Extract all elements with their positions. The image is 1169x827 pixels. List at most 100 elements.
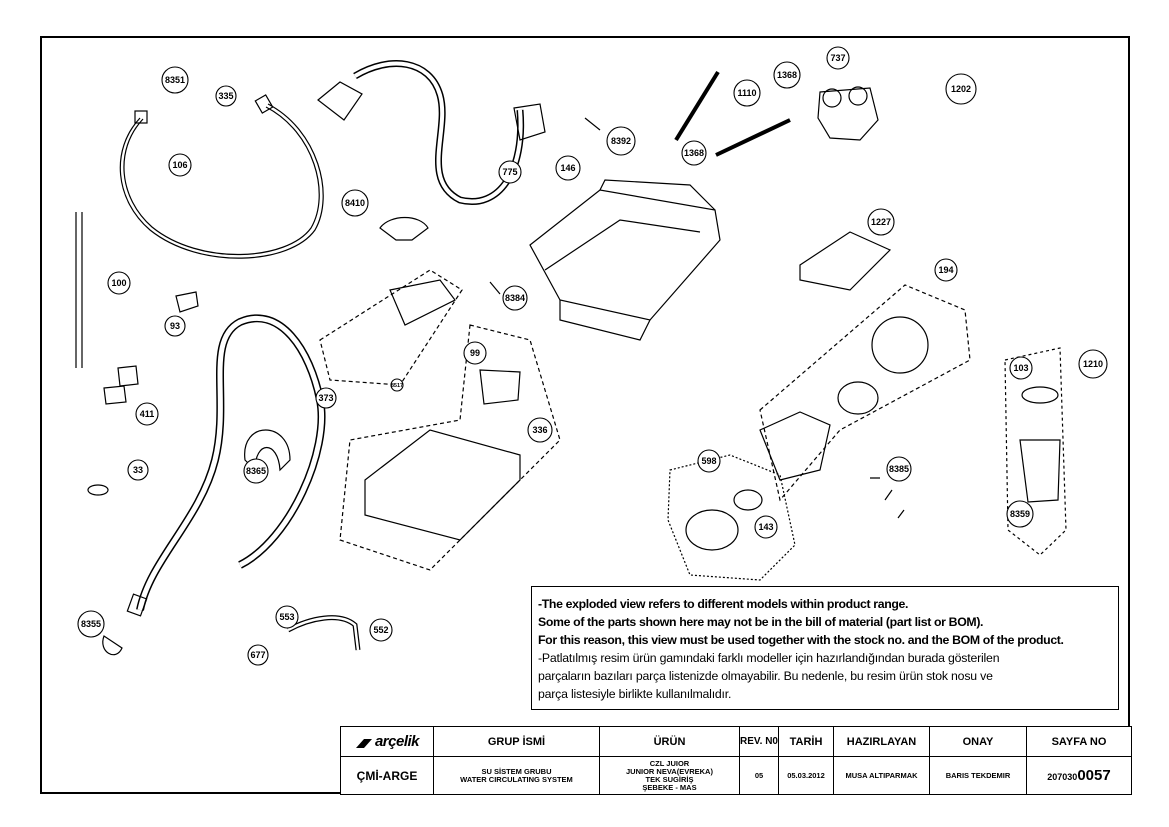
prepared-value: MUSA ALTIPARMAK: [833, 756, 930, 795]
part-93: [175, 291, 199, 313]
group-line-1: SU SİSTEM GRUBU: [481, 766, 552, 776]
note-en-line-1: -The exploded view refers to different m…: [538, 597, 909, 611]
callout-label: 336: [532, 425, 547, 435]
callout-label: 775: [502, 167, 517, 177]
detergent-box-146: [529, 189, 721, 321]
bellow-8359: [1019, 439, 1061, 503]
bellow-group-1210: [1004, 347, 1067, 556]
callout-label: 8355: [81, 619, 101, 629]
callout-label: 1227: [871, 217, 891, 227]
callout-label: 194: [938, 265, 953, 275]
clip-411-b: [103, 385, 127, 405]
hose-connector: [134, 110, 148, 124]
callout-label: 100: [111, 278, 126, 288]
callout-label: 335: [218, 91, 233, 101]
callout-label: 93: [170, 321, 180, 331]
group-line-2: WATER CIRCULATING SYSTEM: [460, 774, 573, 784]
callout-label: 146: [560, 163, 575, 173]
header-rev: REV. N0: [739, 726, 779, 757]
header-date: TARİH: [778, 726, 834, 757]
note-tr-line-2: parçaların bazıları parça listenizde olm…: [538, 669, 993, 683]
plate-1227: [799, 231, 892, 291]
pump-housing: [759, 411, 831, 481]
header-prepared: HAZIRLAYAN: [833, 726, 930, 757]
arcelik-logo-icon: [355, 738, 372, 748]
callout-label: 8384: [505, 293, 525, 303]
header-page: SAYFA NO: [1026, 726, 1132, 757]
tube-1110-b: [715, 118, 791, 157]
disclaimer-note: -The exploded view refers to different m…: [531, 586, 1119, 710]
hose-553: [286, 615, 361, 651]
callout-label: 1202: [951, 84, 971, 94]
hose-106: [119, 103, 324, 259]
header-approval: ONAY: [929, 726, 1027, 757]
callout-label: 598: [701, 456, 716, 466]
callout-label: 1368: [684, 148, 704, 158]
brand-cell: arçelik: [340, 726, 434, 757]
product-line-2: JUNIOR NEVA(EVREKA): [626, 766, 713, 776]
callout-label: 8359: [1010, 509, 1030, 519]
hose-guide-8365: [244, 429, 291, 472]
pump-194: [871, 316, 929, 374]
filter-598: [685, 509, 739, 551]
header-group: GRUP İSMİ: [433, 726, 600, 757]
gasket: [837, 381, 879, 415]
bracket-99: [479, 369, 521, 405]
page-suffix: 0057: [1077, 766, 1111, 784]
screws-8385: [870, 477, 905, 519]
note-en-line-3: For this reason, this view must be used …: [538, 633, 1064, 647]
approval-value: BARIS TEKDEMIR: [929, 756, 1027, 795]
product-line-4: ŞEBEKE - MAS: [642, 782, 697, 792]
callout-label: 411: [140, 409, 155, 419]
callout-label: 8351: [165, 75, 185, 85]
brand-name: arçelik: [374, 733, 420, 750]
callout-label: 8385: [889, 464, 909, 474]
screw-8384: [489, 281, 501, 295]
title-block: arçelik GRUP İSMİ ÜRÜN REV. N0 TARİH HAZ…: [340, 726, 1132, 795]
group-name: SU SİSTEM GRUBU WATER CIRCULATING SYSTEM: [433, 756, 600, 795]
callout-label: 1210: [1083, 359, 1103, 369]
header-product: ÜRÜN: [599, 726, 740, 757]
valve-737: [817, 87, 879, 141]
filter-group-598: [667, 454, 796, 581]
callout-label: 553: [279, 612, 294, 622]
screw-8392: [584, 117, 601, 131]
gasket-143: [733, 489, 763, 511]
callout-label: 552: [373, 625, 388, 635]
callout-label: 1368: [777, 70, 797, 80]
callout-label: 106: [172, 160, 187, 170]
pump-group-dashed: [759, 284, 971, 502]
tube-1110-a: [674, 70, 720, 142]
product-line-1: CZL JUIOR: [649, 758, 690, 768]
clamp-103: [1021, 386, 1059, 404]
clip-411-a: [117, 365, 139, 387]
callout-label: 8392: [611, 136, 631, 146]
page-number: 2070300057: [1026, 756, 1132, 795]
callout-label: 1110: [737, 88, 756, 98]
note-tr-line-3: parça listesiyle birlikte kullanılmalıdı…: [538, 687, 732, 701]
callout-label: 677: [250, 650, 265, 660]
filter-group-dashed: [319, 269, 463, 386]
part-8355: [102, 635, 123, 656]
callout-label: 737: [830, 53, 845, 63]
date-value: 05.03.2012: [778, 756, 834, 795]
callout-label: 143: [758, 522, 773, 532]
page-prefix: 207030: [1047, 771, 1078, 782]
callout-label: 8365: [246, 466, 266, 476]
clip-8410: [379, 216, 429, 241]
mesh-filter-8517: [389, 279, 456, 326]
rev-value: 05: [739, 756, 779, 795]
hose-775: [353, 60, 525, 205]
note-tr-line-1: -Patlatılmış resim ürün gamındaki farklı…: [538, 651, 1000, 665]
product-name: CZL JUIOR JUNIOR NEVA(EVREKA) TEK SUGİRİ…: [599, 756, 740, 795]
drawer-336: [364, 429, 521, 541]
hose-373: [136, 314, 326, 611]
clamp-33: [87, 484, 109, 496]
callout-label: 33: [133, 465, 143, 475]
product-line-3: TEK SUGİRİŞ: [645, 774, 694, 784]
callout-label: 103: [1013, 363, 1028, 373]
department: ÇMİ-ARGE: [340, 756, 434, 795]
bracket-group-dashed: [339, 324, 561, 571]
callout-label: 8517: [391, 383, 403, 389]
